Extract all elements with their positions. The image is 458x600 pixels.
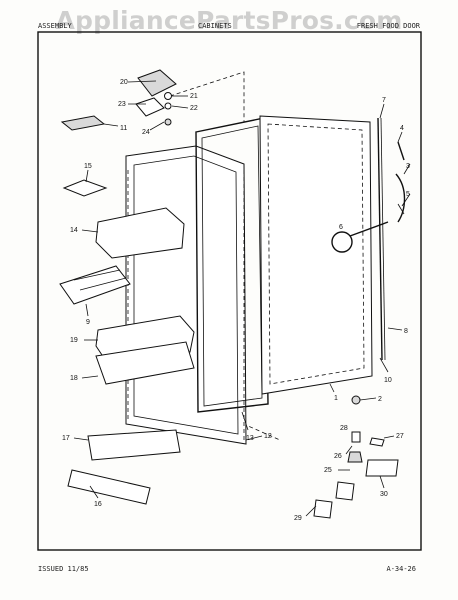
hinge-pin — [347, 451, 363, 463]
footer-issued-date: ISSUED 11/85 — [38, 565, 89, 573]
callout-3: 3 — [406, 163, 410, 170]
callout-28: 28 — [340, 425, 348, 432]
door-trim — [67, 469, 151, 505]
footer-page-reference: A-34-26 — [386, 565, 416, 573]
outer-door-panel — [259, 115, 373, 395]
door-handle-top — [60, 115, 106, 131]
callout-24: 24 — [142, 129, 150, 136]
callout-11: 11 — [120, 125, 127, 132]
hinge-pin — [397, 203, 405, 215]
callout-26: 26 — [334, 453, 342, 460]
callout-5: 5 — [406, 191, 410, 198]
bracket — [335, 481, 355, 501]
callout-22: 22 — [190, 105, 198, 112]
stop-pin — [397, 141, 405, 161]
callout-10: 10 — [384, 377, 392, 384]
callout-20: 20 — [120, 79, 128, 86]
header-assembly: ASSEMBLY — [38, 22, 72, 30]
hinge-bushing — [351, 431, 361, 443]
diagram-frame — [37, 31, 422, 551]
callout-19: 19 — [70, 337, 78, 344]
spacer — [369, 437, 385, 447]
callout-1: 1 — [334, 395, 338, 402]
callout-23: 23 — [118, 101, 126, 108]
top-hinge — [135, 69, 177, 126]
callout-18: 18 — [70, 375, 78, 382]
callout-2: 2 — [378, 396, 382, 403]
header-cabinets: CABINETS — [198, 22, 232, 30]
callout-21: 21 — [190, 93, 198, 100]
callout-13: 13 — [246, 435, 254, 442]
callout-7: 7 — [382, 97, 386, 104]
callout-14: 14 — [70, 227, 78, 234]
butter-compartment-lid — [62, 179, 108, 197]
door-closer-spring — [395, 173, 406, 223]
bottom-hinge-plate — [365, 459, 399, 477]
door-liner — [125, 145, 247, 445]
callout-25: 25 — [324, 467, 332, 474]
callout-30: 30 — [380, 491, 388, 498]
egg-tray — [59, 265, 131, 305]
bottom-hinge-bracket — [313, 499, 333, 519]
callout-27: 27 — [396, 433, 404, 440]
callout-12: 12 — [264, 433, 272, 440]
door-seal-strip — [377, 117, 383, 361]
dairy-door — [95, 207, 185, 259]
door-bin — [95, 341, 195, 385]
header-section-title: FRESH FOOD DOOR — [356, 22, 420, 30]
door-gasket — [195, 117, 269, 413]
callout-16: 16 — [94, 501, 102, 508]
detail-magnifier — [331, 221, 389, 253]
screw — [351, 395, 361, 405]
callout-17: 17 — [62, 435, 70, 442]
callout-15: 15 — [84, 163, 92, 170]
callout-8: 8 — [404, 328, 408, 335]
callout-9: 9 — [86, 319, 90, 326]
watermark: AppliancePartsPros.com — [55, 6, 403, 35]
door-bin-rail — [87, 429, 181, 461]
callout-6: 6 — [339, 224, 343, 231]
guide-line — [169, 71, 245, 122]
callout-29: 29 — [294, 515, 302, 522]
callout-4: 4 — [400, 125, 404, 132]
